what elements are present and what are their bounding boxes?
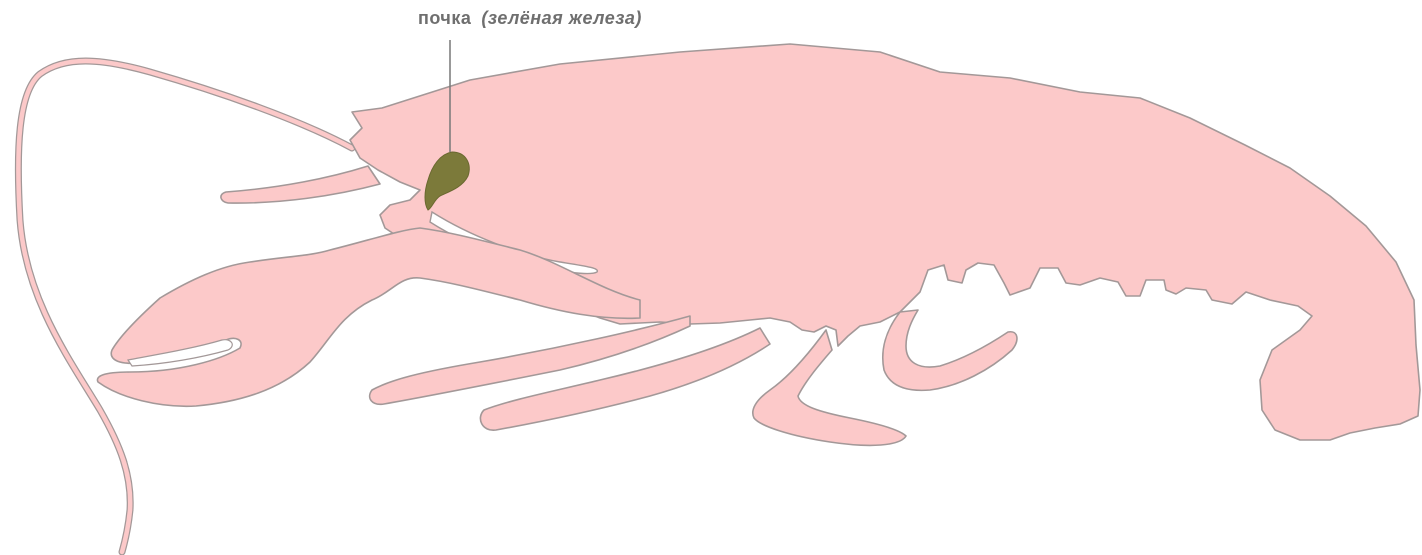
antennule: [221, 166, 380, 203]
organ-name: почка: [418, 8, 471, 28]
organ-label: почка (зелёная железа): [418, 8, 642, 29]
walking-leg-4: [883, 310, 1017, 390]
organ-note: (зелёная железа): [481, 8, 642, 28]
